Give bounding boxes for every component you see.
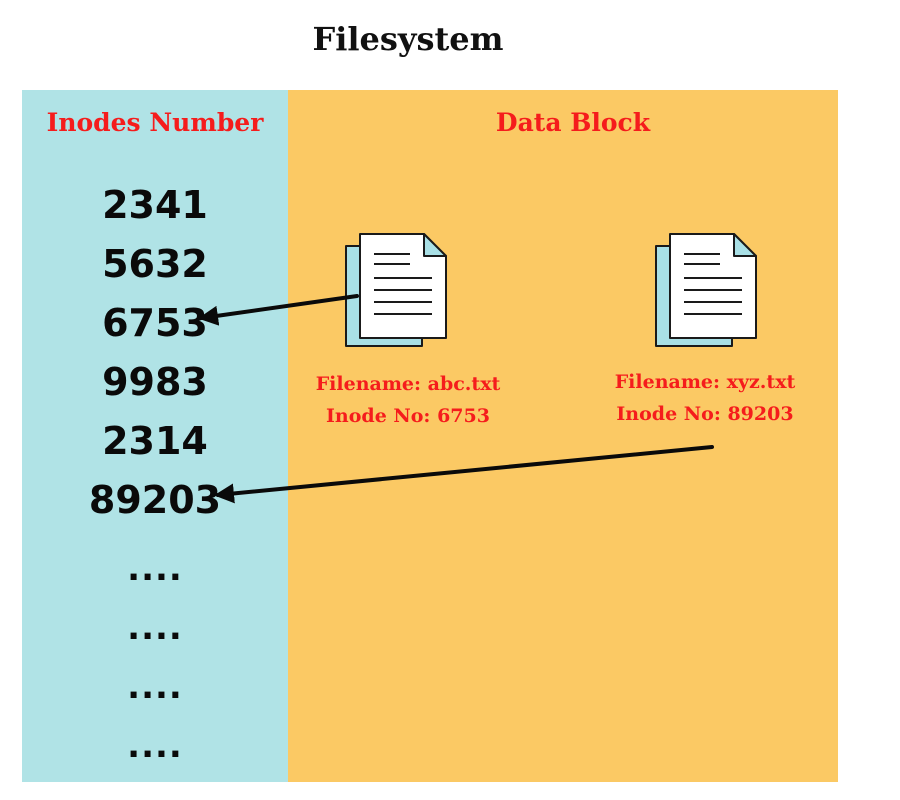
data-block-heading: Data Block — [495, 108, 651, 137]
diagram-title: Filesystem — [312, 20, 504, 58]
inodes-panel — [22, 90, 288, 782]
inode-number: 2314 — [102, 419, 208, 463]
ellipsis: .... — [127, 726, 183, 766]
ellipsis: .... — [127, 549, 183, 589]
inode-ellipsis-list: .... .... .... .... — [22, 540, 288, 776]
inode-number: 6753 — [102, 301, 208, 345]
inode-number: 5632 — [102, 242, 208, 286]
inode-number: 9983 — [102, 360, 208, 404]
ellipsis: .... — [127, 608, 183, 648]
inode-text: Inode No: 89203 — [616, 403, 794, 425]
filename-text: Filename: xyz.txt — [614, 371, 796, 393]
inode-text: Inode No: 6753 — [326, 405, 490, 427]
file-label-abc: Filename: abc.txt Inode No: 6753 — [300, 368, 516, 432]
file-label-xyz: Filename: xyz.txt Inode No: 89203 — [590, 366, 820, 430]
filename-text: Filename: abc.txt — [315, 373, 501, 395]
inode-number: 2341 — [102, 183, 208, 227]
document-icon — [655, 233, 757, 347]
ellipsis: .... — [127, 667, 183, 707]
inode-number: 89203 — [88, 478, 222, 522]
document-icon — [345, 233, 447, 347]
data-block-panel — [288, 90, 838, 782]
inodes-heading: Inodes Number — [46, 108, 264, 137]
inode-number-list: 2341 5632 6753 9983 2314 89203 — [22, 176, 288, 530]
